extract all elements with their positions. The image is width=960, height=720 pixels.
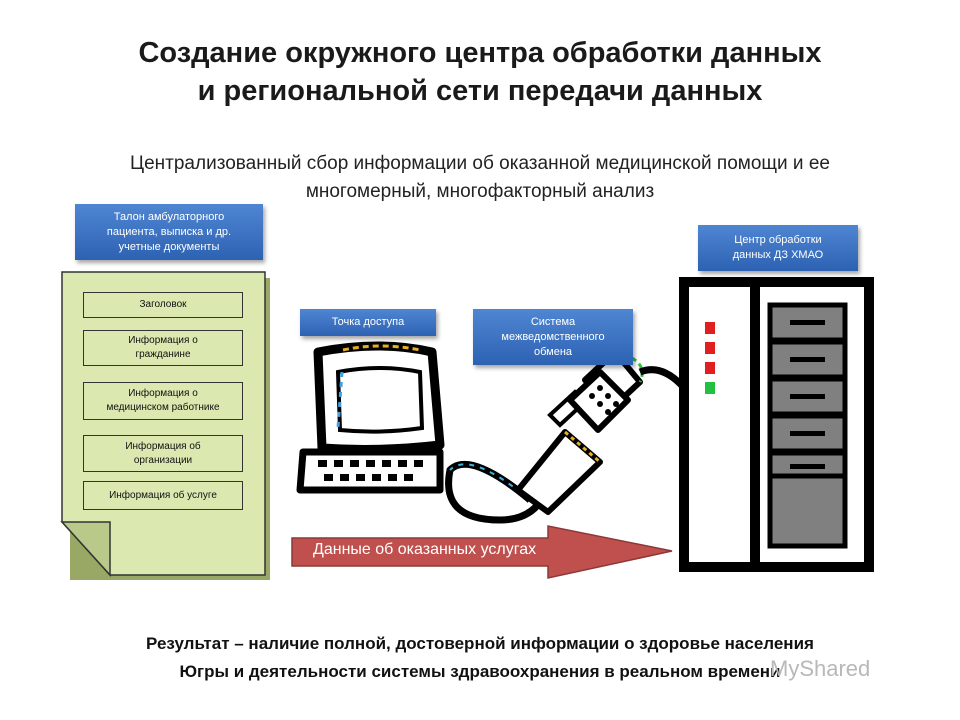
- slide-title: Создание окружного центра обработки данн…: [0, 34, 960, 110]
- field-citizen-line-1: Информация о: [128, 335, 198, 346]
- network-cable-icon: [445, 349, 704, 524]
- document-label-line-3: учетные документы: [118, 240, 220, 253]
- document-label-line-1: Талон амбулаторного: [113, 210, 225, 223]
- result-text: Результат – наличие полной, достоверной …: [0, 630, 960, 686]
- exchange-system-label-box: Система межведомственного обмена: [473, 309, 633, 365]
- field-worker-line-1: Информация о: [128, 388, 198, 399]
- title-line-2: и региональной сети передачи данных: [197, 75, 763, 107]
- led-red-2: [705, 342, 715, 354]
- field-worker: Информация о медицинском работнике: [83, 382, 243, 420]
- exchange-label-line-1: Система: [530, 315, 576, 328]
- access-point-label: Точка доступа: [331, 316, 405, 328]
- subtitle-line-1: Централизованный сбор информации об оказ…: [130, 153, 830, 174]
- field-service-text: Информация об услуге: [109, 489, 217, 501]
- field-citizen: Информация о гражданине: [83, 330, 243, 366]
- field-service: Информация об услуге: [83, 481, 243, 510]
- watermark-logo: MyShared: [770, 656, 870, 682]
- document-label-line-2: пациента, выписка и др.: [106, 225, 232, 238]
- led-red-1: [705, 322, 715, 334]
- field-organization-line-2: организации: [133, 454, 193, 466]
- field-organization-line-1: Информация об: [125, 440, 201, 452]
- server-icon: [679, 277, 874, 572]
- slide-subtitle: Централизованный сбор информации об оказ…: [40, 150, 920, 206]
- exchange-label-line-3: обмена: [533, 345, 573, 358]
- field-organization: Информация об организации: [83, 435, 243, 472]
- access-point-label-box: Точка доступа: [300, 309, 436, 336]
- center-label-line-2: данных ДЗ ХМАО: [732, 249, 824, 261]
- field-header-text: Заголовок: [139, 299, 187, 310]
- field-worker-line-2: медицинском работнике: [106, 402, 220, 413]
- watermark-text: MyShared: [770, 656, 871, 681]
- computer-icon: [296, 341, 445, 494]
- document-label-box: Талон амбулаторного пациента, выписка и …: [75, 204, 263, 260]
- center-label-line-1: Центр обработки: [734, 234, 822, 246]
- arrow-label: Данные об оказанных услугах: [313, 541, 537, 558]
- led-green: [705, 382, 715, 394]
- data-center-label-box: Центр обработки данных ДЗ ХМАО: [698, 225, 858, 271]
- subtitle-line-2: многомерный, многофакторный анализ: [305, 181, 655, 202]
- led-red-3: [705, 362, 715, 374]
- field-header: Заголовок: [83, 292, 243, 318]
- exchange-label-line-2: межведомственного: [501, 330, 605, 343]
- title-line-1: Создание окружного центра обработки данн…: [138, 37, 822, 69]
- result-line-2: Югры и деятельности системы здравоохране…: [179, 662, 781, 681]
- document-fold: [60, 521, 111, 577]
- result-line-1: Результат – наличие полной, достоверной …: [146, 634, 814, 653]
- field-citizen-line-2: гражданине: [135, 349, 191, 360]
- data-flow-arrow: [291, 525, 673, 579]
